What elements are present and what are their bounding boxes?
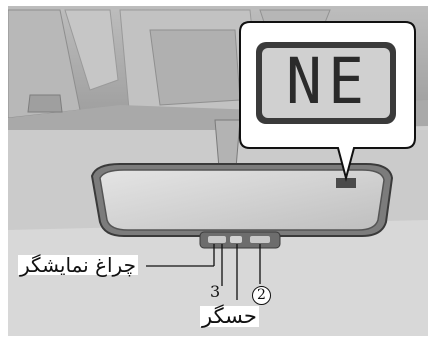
sensor-window	[230, 236, 242, 243]
sensor-label: حسگر	[200, 306, 259, 327]
compass-display-text: NE	[268, 48, 388, 115]
mirror-button	[250, 236, 270, 243]
indicator-light	[208, 236, 226, 243]
callout-number-2: 2	[252, 286, 271, 305]
callout-number-3: 3	[210, 284, 220, 300]
indicator-light-label: چراغ نمایشگر	[18, 255, 138, 275]
